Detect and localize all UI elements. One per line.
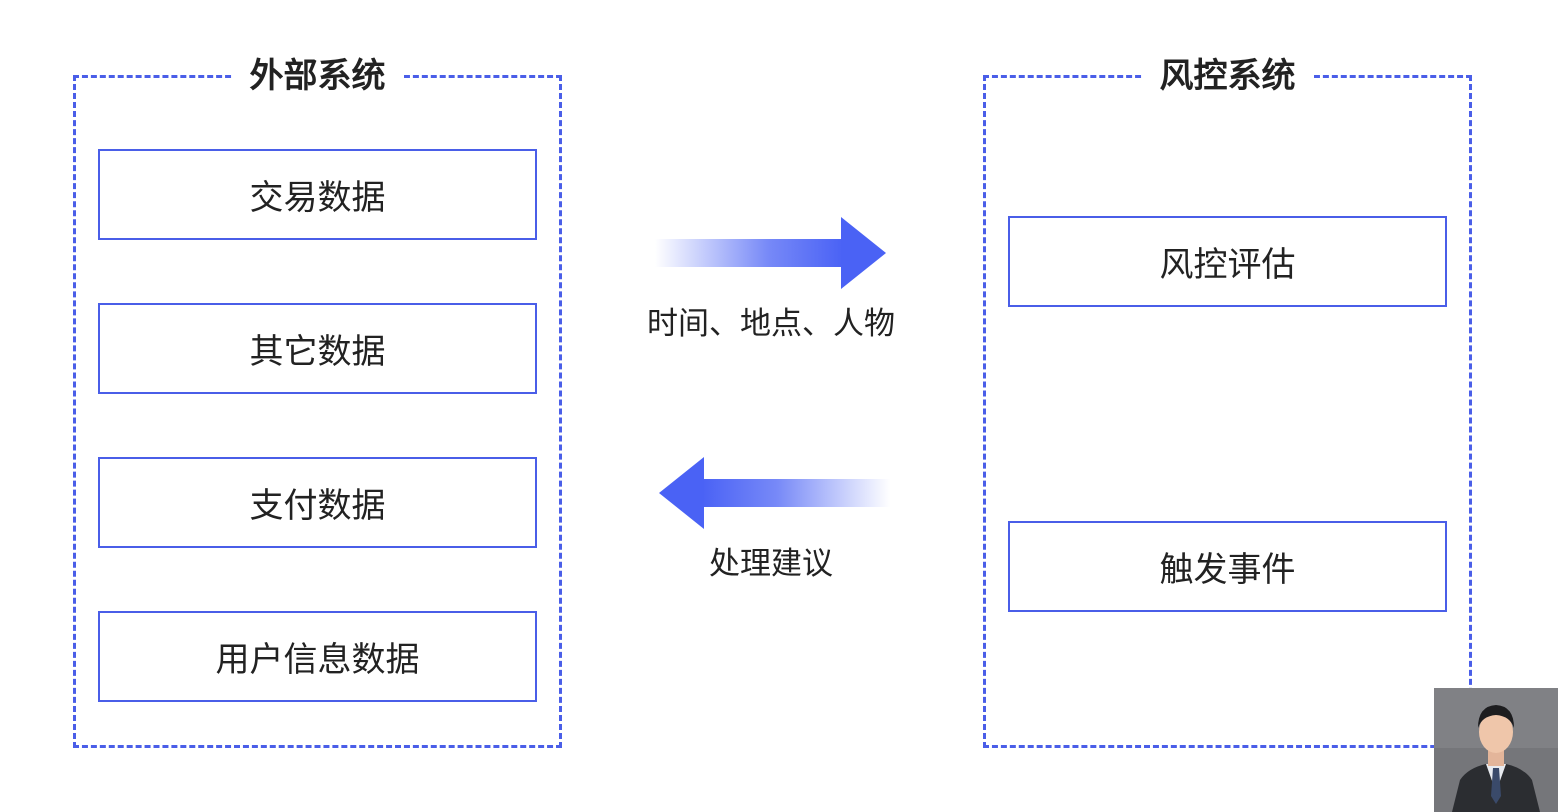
- risk-control-title: 风控系统: [1141, 56, 1314, 96]
- risk-control-group: 风控系统 风控评估 触发事件: [983, 56, 1472, 748]
- trigger-event-box: 触发事件: [1008, 521, 1447, 612]
- other-data-box: 其它数据: [98, 303, 537, 394]
- external-systems-group: 外部系统 交易数据 其它数据 支付数据 用户信息数据: [73, 56, 562, 748]
- transaction-data-box: 交易数据: [98, 149, 537, 240]
- forward-arrow-icon: [655, 217, 886, 289]
- external-systems-title: 外部系统: [231, 56, 404, 96]
- presenter-avatar: [1434, 688, 1558, 812]
- backward-arrow-icon: [659, 457, 890, 529]
- backward-flow-label: 处理建议: [709, 546, 833, 582]
- risk-assessment-box: 风控评估: [1008, 216, 1447, 307]
- payment-data-box: 支付数据: [98, 457, 537, 548]
- user-info-data-box: 用户信息数据: [98, 611, 537, 702]
- forward-flow-label: 时间、地点、人物: [647, 306, 895, 342]
